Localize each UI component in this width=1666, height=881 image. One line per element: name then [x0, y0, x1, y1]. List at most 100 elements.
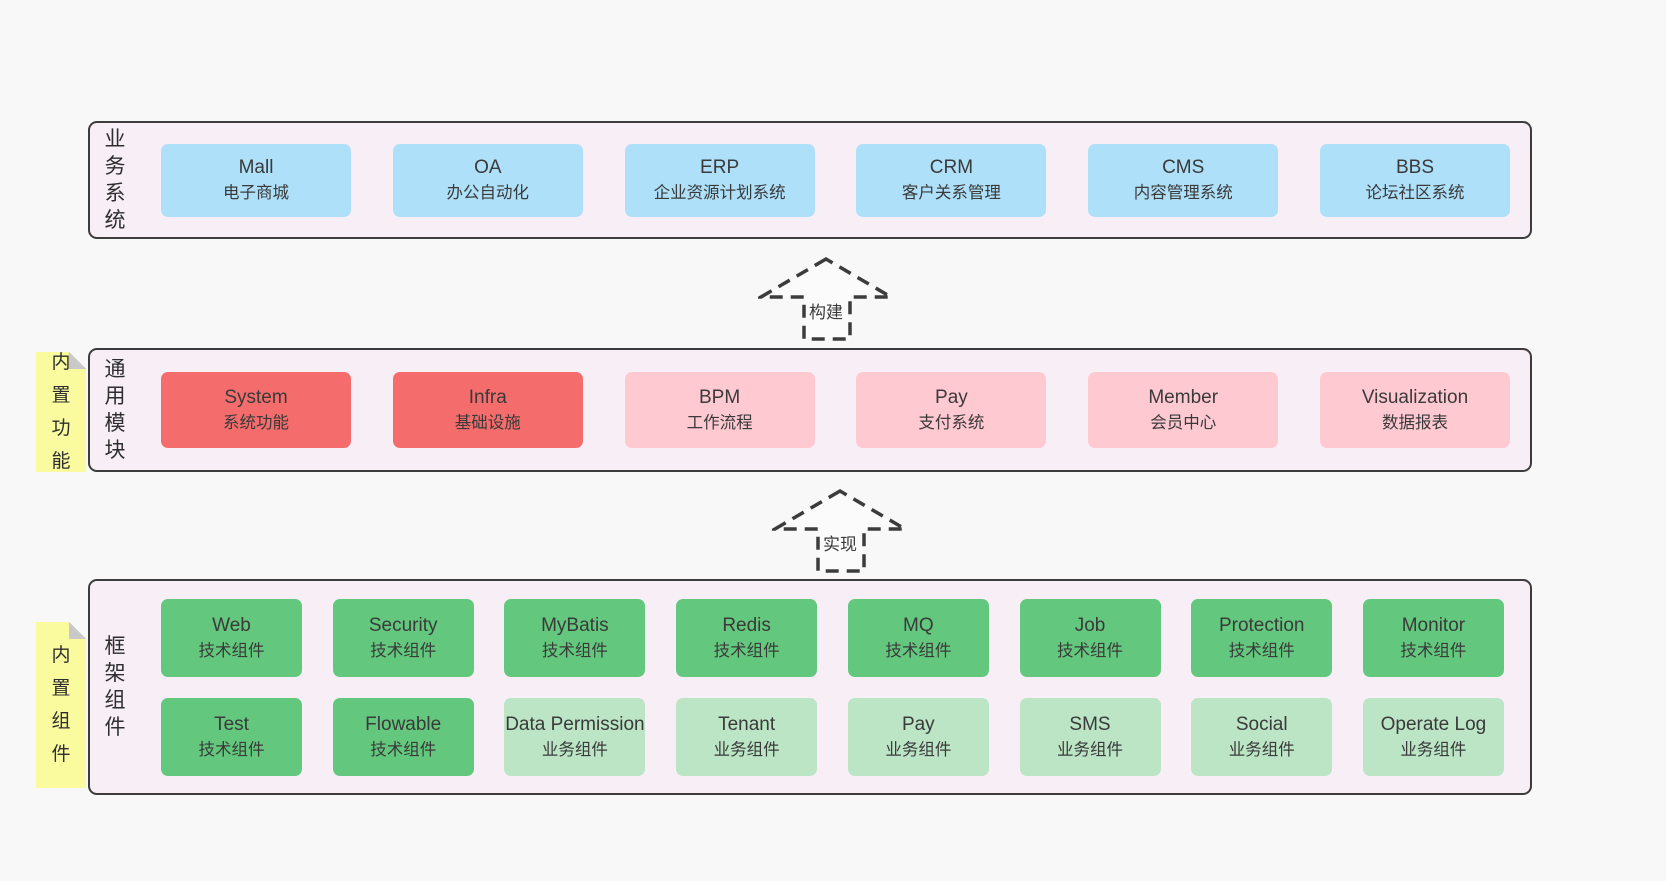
- arrow-label: 构建: [806, 298, 846, 323]
- box-title: CRM: [929, 157, 974, 178]
- components-row-2: Test 技术组件 Flowable 技术组件 Data Permission …: [161, 697, 1504, 776]
- diagram-box-protection: Protection 技术组件: [1191, 598, 1333, 677]
- diagram-box-data-permission: Data Permission 业务组件: [504, 697, 646, 776]
- box-title: Pay: [935, 387, 968, 408]
- box-subtitle: 业务组件: [541, 740, 608, 759]
- diagram-box-cms: CMS 内容管理系统: [1088, 143, 1279, 217]
- box-title: Flowable: [365, 713, 442, 735]
- box-title: Operate Log: [1380, 713, 1487, 735]
- box-title: Monitor: [1401, 614, 1466, 636]
- box-title: MyBatis: [541, 614, 609, 636]
- box-title: SMS: [1069, 713, 1111, 735]
- build-arrow-icon: 构建: [758, 256, 894, 342]
- box-subtitle: 数据报表: [1381, 414, 1448, 432]
- box-title: MQ: [903, 614, 934, 636]
- box-subtitle: 客户关系管理: [901, 184, 1001, 202]
- box-title: Redis: [722, 614, 771, 636]
- diagram-box-operate-log: Operate Log 业务组件: [1362, 697, 1504, 776]
- diagram-box-security: Security 技术组件: [332, 598, 474, 677]
- box-subtitle: 工作流程: [686, 414, 753, 432]
- box-title: Pay: [901, 713, 935, 735]
- diagram-box-monitor: Monitor 技术组件: [1362, 598, 1504, 677]
- box-title: Job: [1074, 614, 1106, 636]
- box-title: OA: [474, 157, 502, 178]
- box-subtitle: 技术组件: [1228, 641, 1295, 660]
- box-title: Infra: [468, 387, 507, 408]
- box-subtitle: 技术组件: [370, 641, 437, 660]
- box-title: ERP: [700, 157, 740, 178]
- box-subtitle: 论坛社区系统: [1365, 184, 1465, 202]
- panel-vertical-label: 框架组件: [104, 635, 126, 739]
- diagram-box-mq: MQ 技术组件: [847, 598, 989, 677]
- panel-vertical-label: 业务系统: [104, 128, 126, 232]
- panel-vertical-label: 通用模块: [104, 358, 126, 462]
- box-subtitle: 技术组件: [885, 641, 952, 660]
- box-subtitle: 技术组件: [1400, 641, 1467, 660]
- box-subtitle: 业务组件: [885, 740, 952, 759]
- box-title: BBS: [1395, 157, 1434, 178]
- diagram-box-oa: OA 办公自动化: [392, 143, 583, 217]
- diagram-box-mall: Mall 电子商城: [161, 143, 351, 217]
- box-subtitle: 系统功能: [223, 414, 289, 432]
- box-subtitle: 会员中心: [1150, 414, 1217, 432]
- implement-arrow-icon: 实现: [772, 488, 908, 574]
- sticky-fold-corner: [69, 622, 86, 639]
- diagram-box-redis: Redis 技术组件: [676, 598, 818, 677]
- box-subtitle: 技术组件: [1057, 641, 1124, 660]
- diagram-box-sms: SMS 业务组件: [1019, 697, 1161, 776]
- sticky-note-built-in-features: 内置功能: [36, 352, 86, 472]
- diagram-box-mybatis: MyBatis 技术组件: [504, 598, 646, 677]
- box-title: Security: [368, 614, 438, 636]
- diagram-box-system: System 系统功能: [161, 372, 351, 448]
- diagram-box-bbs: BBS 论坛社区系统: [1319, 143, 1510, 217]
- box-title: Social: [1235, 713, 1288, 735]
- common-modules-row: System 系统功能 Infra 基础设施 BPM 工作流程 Pay 支付系统…: [127, 372, 1530, 448]
- box-title: Test: [214, 713, 249, 735]
- box-title: Protection: [1218, 614, 1305, 636]
- box-subtitle: 办公自动化: [446, 184, 530, 202]
- box-title: Web: [212, 614, 251, 636]
- box-title: System: [224, 387, 288, 408]
- framework-components-grid: Web 技术组件 Security 技术组件 MyBatis 技术组件 Redi…: [127, 598, 1530, 776]
- box-title: Visualization: [1361, 387, 1469, 408]
- diagram-box-infra: Infra 基础设施: [392, 372, 583, 448]
- box-title: Tenant: [718, 713, 776, 735]
- box-subtitle: 业务组件: [1057, 740, 1124, 759]
- diagram-box-pay-system: Pay 支付系统: [856, 372, 1047, 448]
- diagram-box-tenant: Tenant 业务组件: [676, 697, 818, 776]
- components-row-1: Web 技术组件 Security 技术组件 MyBatis 技术组件 Redi…: [161, 598, 1504, 677]
- box-title: Member: [1148, 387, 1219, 408]
- sticky-fold-corner: [69, 352, 86, 369]
- diagram-box-pay-component: Pay 业务组件: [847, 697, 989, 776]
- panel-common-modules: 通用模块 System 系统功能 Infra 基础设施 BPM 工作流程 Pay…: [88, 348, 1532, 472]
- diagram-box-visualization: Visualization 数据报表: [1319, 372, 1510, 448]
- box-subtitle: 技术组件: [198, 641, 265, 660]
- business-systems-row: Mall 电子商城 OA 办公自动化 ERP 企业资源计划系统 CRM 客户关系…: [127, 143, 1530, 217]
- diagram-box-test: Test 技术组件: [161, 697, 302, 776]
- sticky-note-text: 内置组件: [51, 645, 71, 765]
- box-subtitle: 业务组件: [1400, 740, 1467, 759]
- box-subtitle: 技术组件: [541, 641, 608, 660]
- box-subtitle: 业务组件: [1228, 740, 1295, 759]
- diagram-box-flowable: Flowable 技术组件: [332, 697, 474, 776]
- diagram-box-job: Job 技术组件: [1019, 598, 1161, 677]
- diagram-box-crm: CRM 客户关系管理: [856, 143, 1047, 217]
- diagram-box-social: Social 业务组件: [1191, 697, 1333, 776]
- box-subtitle: 技术组件: [198, 740, 265, 759]
- box-subtitle: 基础设施: [454, 414, 521, 432]
- box-subtitle: 支付系统: [918, 414, 985, 432]
- sticky-note-built-in-components: 内置组件: [36, 622, 86, 788]
- box-subtitle: 企业资源计划系统: [653, 184, 786, 202]
- diagram-box-web: Web 技术组件: [161, 598, 302, 677]
- box-title: BPM: [699, 387, 741, 408]
- diagram-box-erp: ERP 企业资源计划系统: [624, 143, 815, 217]
- panel-business-systems: 业务系统 Mall 电子商城 OA 办公自动化 ERP 企业资源计划系统 CRM…: [88, 121, 1532, 239]
- box-title: Mall: [238, 157, 274, 178]
- diagram-box-member: Member 会员中心: [1088, 372, 1279, 448]
- box-subtitle: 内容管理系统: [1133, 184, 1233, 202]
- box-title: Data Permission: [505, 713, 645, 735]
- box-subtitle: 技术组件: [713, 641, 780, 660]
- sticky-note-text: 内置功能: [51, 352, 71, 472]
- box-subtitle: 技术组件: [370, 740, 437, 759]
